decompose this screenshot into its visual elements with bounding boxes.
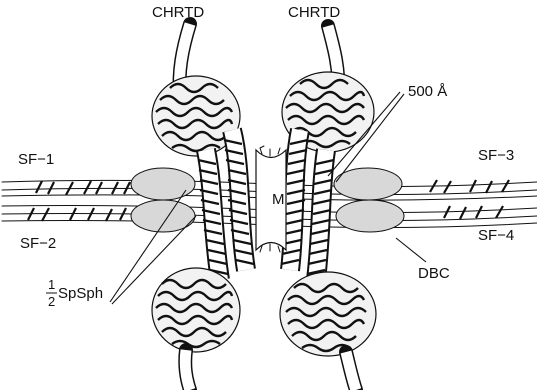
label-500-angstrom: 500 Å <box>408 83 447 100</box>
chromatid-fiber-right-bottom <box>346 352 356 390</box>
label-sf3: SF−3 <box>478 147 514 164</box>
label-sf4: SF−4 <box>478 227 514 244</box>
label-half-denominator: 2 <box>48 294 55 309</box>
label-half-numerator: 1 <box>48 277 55 292</box>
label-spsph: SpSph <box>58 285 103 302</box>
label-m: M <box>272 191 285 208</box>
label-sf1: SF−1 <box>18 151 54 168</box>
label-sf2: SF−2 <box>20 235 56 252</box>
label-dbc: DBC <box>418 265 450 282</box>
label-chrtd-left: CHRTD <box>152 4 204 21</box>
label-chrtd-right: CHRTD <box>288 4 340 21</box>
coil-mass-lower-right <box>280 272 376 356</box>
label-half-spsph: 1 2 SpSph <box>46 277 103 309</box>
chromatid-fiber-left-bottom <box>185 350 190 390</box>
coil-mass-lower-left <box>152 268 240 352</box>
stippled-sphere-left <box>131 168 195 232</box>
coil-column-right <box>281 130 334 280</box>
coil-column-left <box>198 130 254 280</box>
